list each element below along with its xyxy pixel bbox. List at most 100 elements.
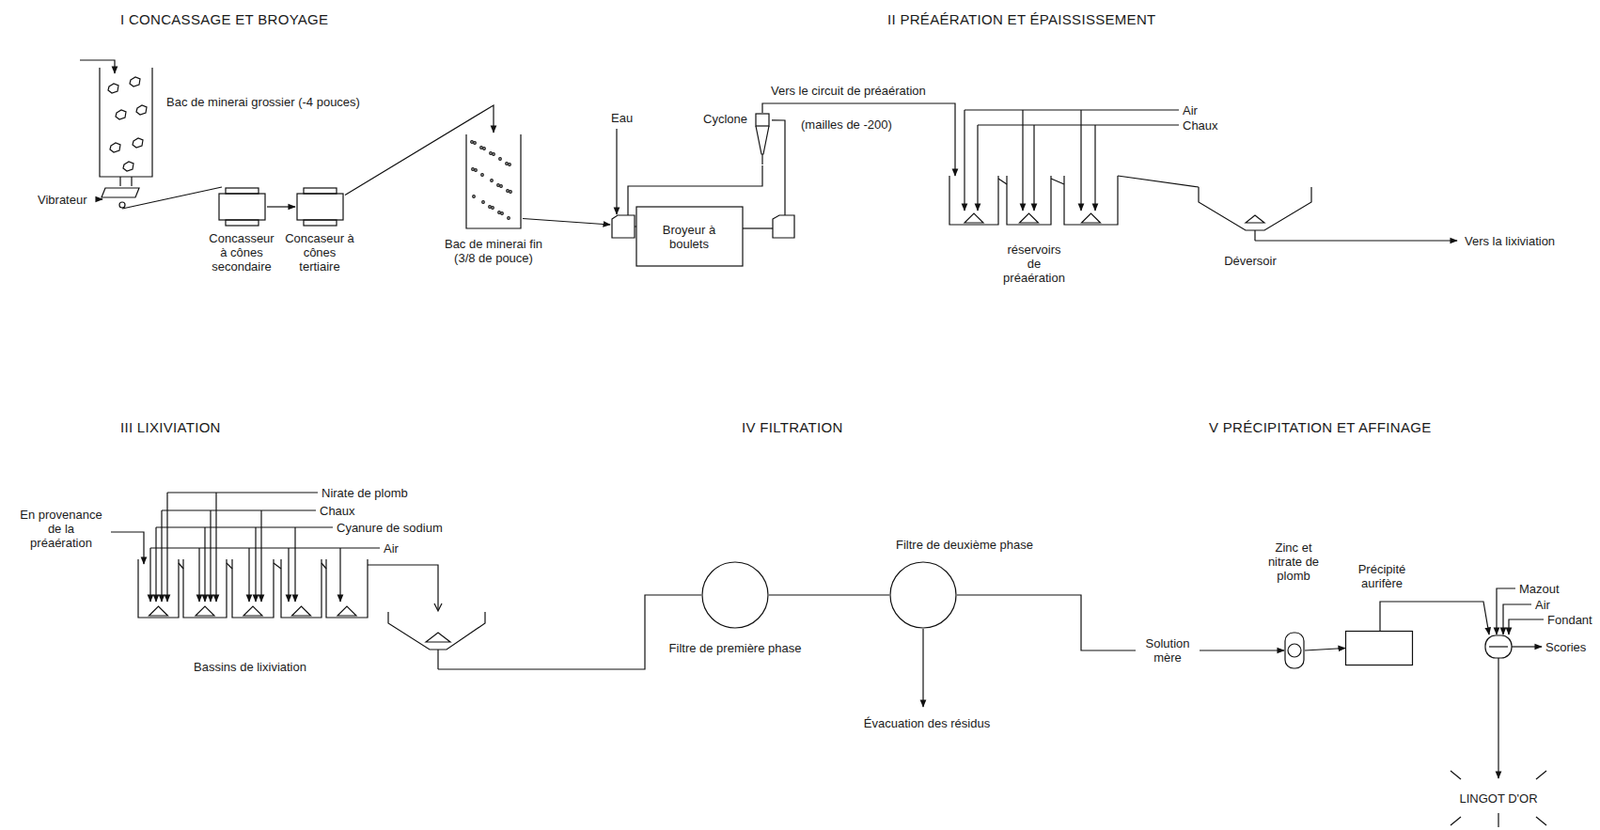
line-stroke xyxy=(178,563,327,569)
line-stroke xyxy=(481,173,485,177)
line-stroke xyxy=(149,606,169,616)
line-stroke xyxy=(339,548,341,602)
line-stroke xyxy=(1497,658,1499,779)
line-stroke xyxy=(506,189,510,193)
line-stroke xyxy=(166,492,168,602)
line-stroke xyxy=(1346,631,1413,666)
line-stroke xyxy=(243,606,263,616)
line-stroke xyxy=(115,109,126,120)
equipment-label: Cyclone xyxy=(703,111,748,126)
equipment-label: Filtre de deuxième phase xyxy=(884,537,1045,552)
line-stroke xyxy=(509,190,513,194)
line-stroke xyxy=(963,109,965,211)
equipment-label: Concaseur à cônes tertiaire xyxy=(284,231,355,274)
flow-line xyxy=(1304,648,1346,652)
line-stroke xyxy=(1019,213,1039,223)
refining-lines xyxy=(923,588,1547,828)
preaeration-tanks-outline xyxy=(947,175,1121,227)
line-stroke xyxy=(388,611,486,650)
filter-drum-outline xyxy=(889,561,957,629)
line-stroke xyxy=(287,548,289,602)
line-stroke xyxy=(425,632,451,643)
line-stroke xyxy=(1508,619,1544,635)
flow-line xyxy=(345,105,494,195)
line-stroke xyxy=(109,142,121,153)
line-stroke xyxy=(505,162,509,166)
line-stroke xyxy=(138,559,179,618)
line-stroke xyxy=(1006,175,1051,225)
stream-label: En provenance de la préaération xyxy=(15,507,107,550)
flow-line xyxy=(956,595,1285,651)
line-stroke xyxy=(260,510,262,602)
line-stroke xyxy=(977,124,1179,126)
line-stroke xyxy=(976,125,978,211)
line-stroke xyxy=(508,163,512,167)
stream-label: Eau xyxy=(611,110,633,126)
zinc-dust-feeder-outline xyxy=(1284,631,1305,670)
line-stroke xyxy=(1245,215,1265,223)
stream-label: Mazout xyxy=(1519,581,1560,597)
line-stroke xyxy=(195,606,215,616)
equipment-label: réservoirs de préaération xyxy=(999,242,1069,285)
section-heading: II PRÉAÉRATION ET ÉPAISSISSEMENT xyxy=(887,11,1157,29)
preaeration-tanks: réservoirs de préaération xyxy=(944,172,1126,290)
cyclone-outline xyxy=(752,112,772,166)
line-stroke xyxy=(1094,125,1096,211)
line-stroke xyxy=(79,60,115,74)
line-stroke xyxy=(209,510,211,602)
precipitate-press-outline xyxy=(1345,630,1413,666)
cyclone: Cyclone xyxy=(699,109,775,168)
line-stroke xyxy=(501,212,504,216)
leaching-tanks: Bassins de lixiviation xyxy=(135,556,489,677)
line-stroke xyxy=(96,198,103,200)
line-stroke xyxy=(367,564,439,611)
line-stroke xyxy=(120,176,132,187)
flow-line xyxy=(762,103,956,176)
line-stroke xyxy=(203,527,205,602)
cone-crusher: Concaseur à cônes tertiaire xyxy=(279,184,362,279)
line-stroke xyxy=(474,169,478,173)
line-stroke xyxy=(470,141,474,144)
line-stroke xyxy=(491,206,495,210)
stream-label: Vers la lixiviation xyxy=(1464,234,1555,249)
line-stroke xyxy=(482,201,486,204)
coarse-ore-bin-outline xyxy=(97,65,157,209)
cone-crusher-outline xyxy=(217,187,267,227)
stream-label: Air xyxy=(1182,103,1198,118)
line-stroke xyxy=(1380,601,1490,635)
line-stroke xyxy=(480,146,484,150)
line-stroke xyxy=(634,225,637,227)
line-stroke xyxy=(254,527,256,602)
fine-ore-bin: Bac de minerai fin (3/8 de pouce) xyxy=(438,129,550,269)
line-stroke xyxy=(1021,109,1023,211)
line-stroke xyxy=(99,67,153,177)
line-stroke xyxy=(473,141,477,145)
line-stroke xyxy=(149,548,151,602)
stream-label: (mailles de -200) xyxy=(800,117,893,132)
line-stroke xyxy=(232,559,274,618)
line-stroke xyxy=(498,211,502,215)
line-stroke xyxy=(772,215,795,238)
equipment-label: Bac de minerai grossier (-4 pouces) xyxy=(166,94,361,110)
line-stroke xyxy=(119,202,126,208)
line-stroke xyxy=(303,188,337,194)
line-stroke xyxy=(129,77,141,87)
flow-label: Vers le circuit de préaération xyxy=(768,83,928,98)
stream-label: Fondant xyxy=(1547,612,1593,628)
line-stroke xyxy=(1489,645,1508,647)
line-stroke xyxy=(472,195,476,199)
line-stroke xyxy=(248,548,250,602)
equipment-label: Bac de minerai fin (3/8 de pouce) xyxy=(440,236,547,266)
line-stroke xyxy=(1033,125,1035,211)
line-stroke xyxy=(611,215,635,238)
ball-mill: Broyeur à boulets xyxy=(607,194,800,270)
line-stroke xyxy=(1285,632,1304,669)
stream-label: Air xyxy=(383,541,399,556)
equipment-label: Déversoir xyxy=(1212,253,1288,268)
coarse-ore-bin: Bac de minerai grossier (-4 pouces) xyxy=(94,62,405,213)
line-stroke xyxy=(161,509,316,511)
feed-lines xyxy=(79,60,1458,565)
line-stroke xyxy=(437,649,439,670)
